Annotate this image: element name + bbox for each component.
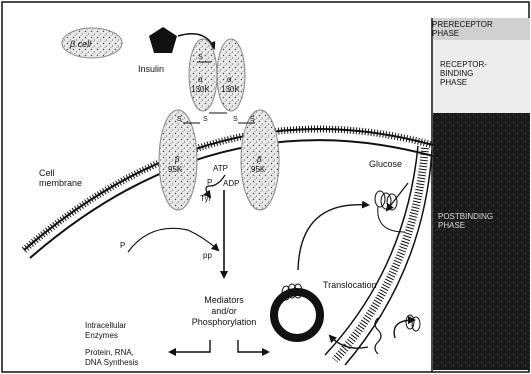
glucose-transporter-vesicle xyxy=(274,292,320,338)
tyr-label: Tyr xyxy=(200,194,211,203)
enzymes-label-line2: Enzymes xyxy=(85,331,118,340)
alpha-label-left: α xyxy=(198,75,203,84)
cell-membrane-right xyxy=(325,146,432,365)
postbinding-phase-line1: POSTBINDING xyxy=(438,212,531,221)
translocation-arrow xyxy=(298,205,368,270)
alpha-label-right: α xyxy=(227,75,232,84)
insulin-icon xyxy=(149,27,177,53)
beta-kd-label-right: 95K xyxy=(251,165,266,174)
synthesis-label-line1: Protein, RNA, xyxy=(85,348,134,357)
cell-membrane-label-line1: Cell xyxy=(39,168,55,178)
mediators-label-line2: and/or xyxy=(211,306,237,316)
postbinding-phase-label: POSTBINDING PHASE xyxy=(438,212,531,230)
translocation-label: Translocation xyxy=(323,280,377,290)
dephosphorylation-arrow xyxy=(128,228,218,252)
receptor-binding-phase-label: RECEPTOR- BINDING PHASE xyxy=(440,60,531,87)
cell-membrane xyxy=(24,129,433,258)
prereceptor-phase-line2: PHASE xyxy=(432,29,531,38)
receptor-phase-line1: RECEPTOR- xyxy=(440,60,531,69)
alpha-kd-label-right: 130K xyxy=(221,85,240,94)
glucose-label: Glucose xyxy=(369,159,402,169)
beta-kd-label-left: 95K xyxy=(168,165,183,174)
disulfide-s-label-5: S xyxy=(250,116,255,123)
receptor-phase-line2: BINDING xyxy=(440,69,531,78)
pp-label: pp xyxy=(203,251,212,260)
beta-cell-label: β cell xyxy=(69,39,92,49)
beta-label-left: β xyxy=(174,155,180,164)
adp-label: ADP xyxy=(223,179,239,188)
disulfide-s-label-2: S xyxy=(177,116,182,123)
disulfide-s-label-4: S xyxy=(233,116,238,123)
output-branch-arrows xyxy=(170,340,268,352)
synthesis-label-line2: DNA Synthesis xyxy=(85,358,138,367)
atp-label: ATP xyxy=(213,164,228,173)
postbinding-phase-band xyxy=(433,113,530,370)
disulfide-s-label-3: S xyxy=(203,116,208,123)
receptor-phase-line3: PHASE xyxy=(440,78,531,87)
disulfide-s-label-1: S xyxy=(198,54,203,61)
phosphate-label-bound: P xyxy=(207,178,212,187)
mediators-label-line1: Mediators xyxy=(204,295,244,305)
insulin-label: Insulin xyxy=(138,64,164,74)
beta-label-right: β xyxy=(256,155,262,164)
enzymes-label-line1: Intracellular xyxy=(85,321,127,330)
postbinding-phase-line2: PHASE xyxy=(438,221,531,230)
alpha-kd-label-left: 130K xyxy=(191,85,210,94)
membrane-transporter-lower xyxy=(406,315,420,331)
phosphate-label-free: P xyxy=(120,241,125,250)
cell-membrane-label-line2: membrane xyxy=(39,178,82,188)
mediators-label-line3: Phosphorylation xyxy=(192,317,257,327)
prereceptor-phase-line1: PRERECEPTOR xyxy=(432,20,531,29)
prereceptor-phase-label: PRERECEPTOR PHASE xyxy=(432,20,531,38)
